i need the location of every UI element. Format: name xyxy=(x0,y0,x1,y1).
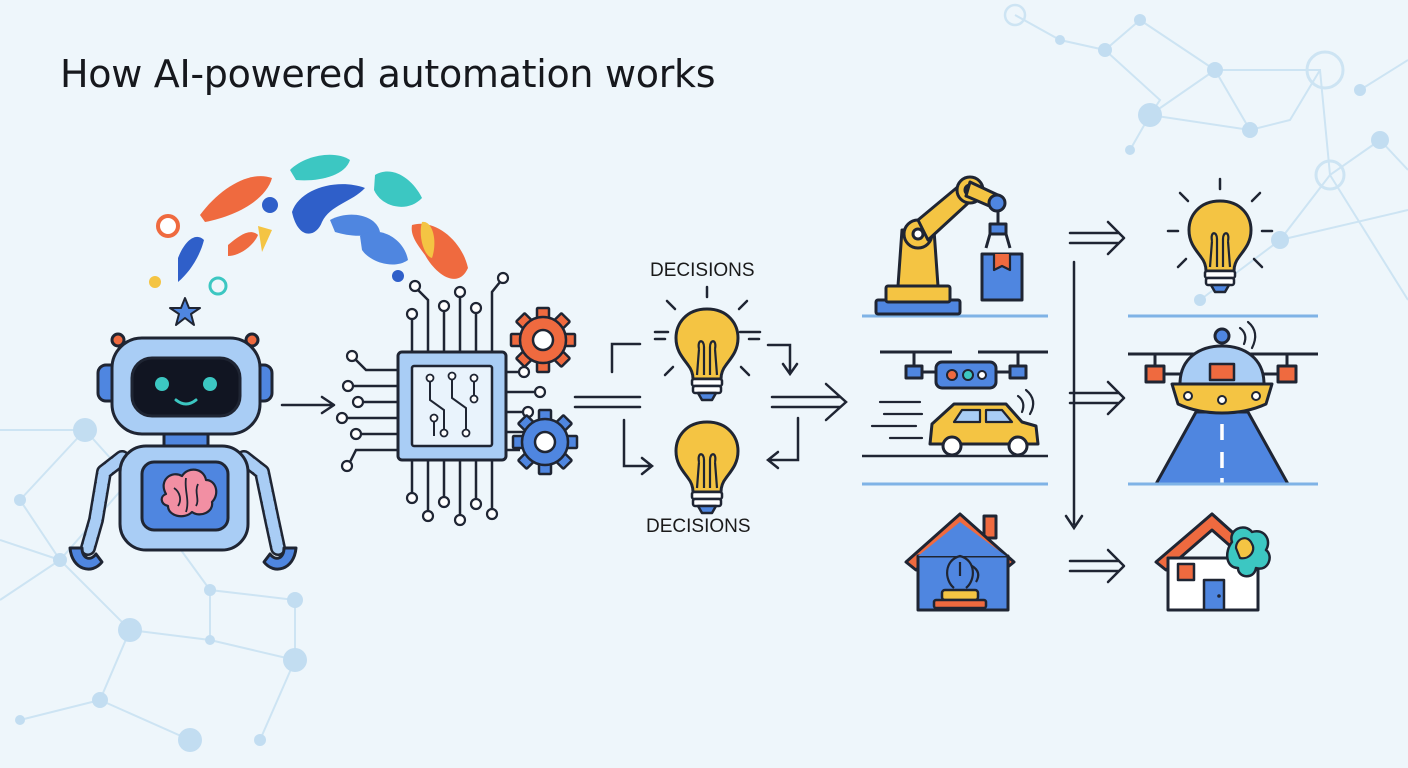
processor-chip-icon xyxy=(335,271,553,527)
page-title: How AI-powered automation works xyxy=(60,52,716,96)
drone-icon xyxy=(880,350,1048,390)
smart-home-icon xyxy=(904,512,1016,612)
decision-connectors xyxy=(573,330,848,476)
data-blobs xyxy=(149,154,468,326)
lightbulb-icon xyxy=(1166,177,1274,294)
car-icon xyxy=(862,388,1048,486)
house-icon xyxy=(1154,512,1271,612)
decisions-label-bottom: DECISIONS xyxy=(646,516,751,537)
flying-vehicle-icon xyxy=(1128,320,1318,486)
lightbulb-icon xyxy=(653,285,761,515)
network-nodes xyxy=(14,3,1389,752)
robotic-arm-icon xyxy=(862,175,1048,318)
output-arrows xyxy=(1068,220,1126,584)
branch-connectors xyxy=(1064,260,1084,531)
arrow-robot-to-chip xyxy=(280,395,336,415)
decisions-label-top: DECISIONS xyxy=(650,260,755,281)
robot-icon xyxy=(68,332,298,571)
